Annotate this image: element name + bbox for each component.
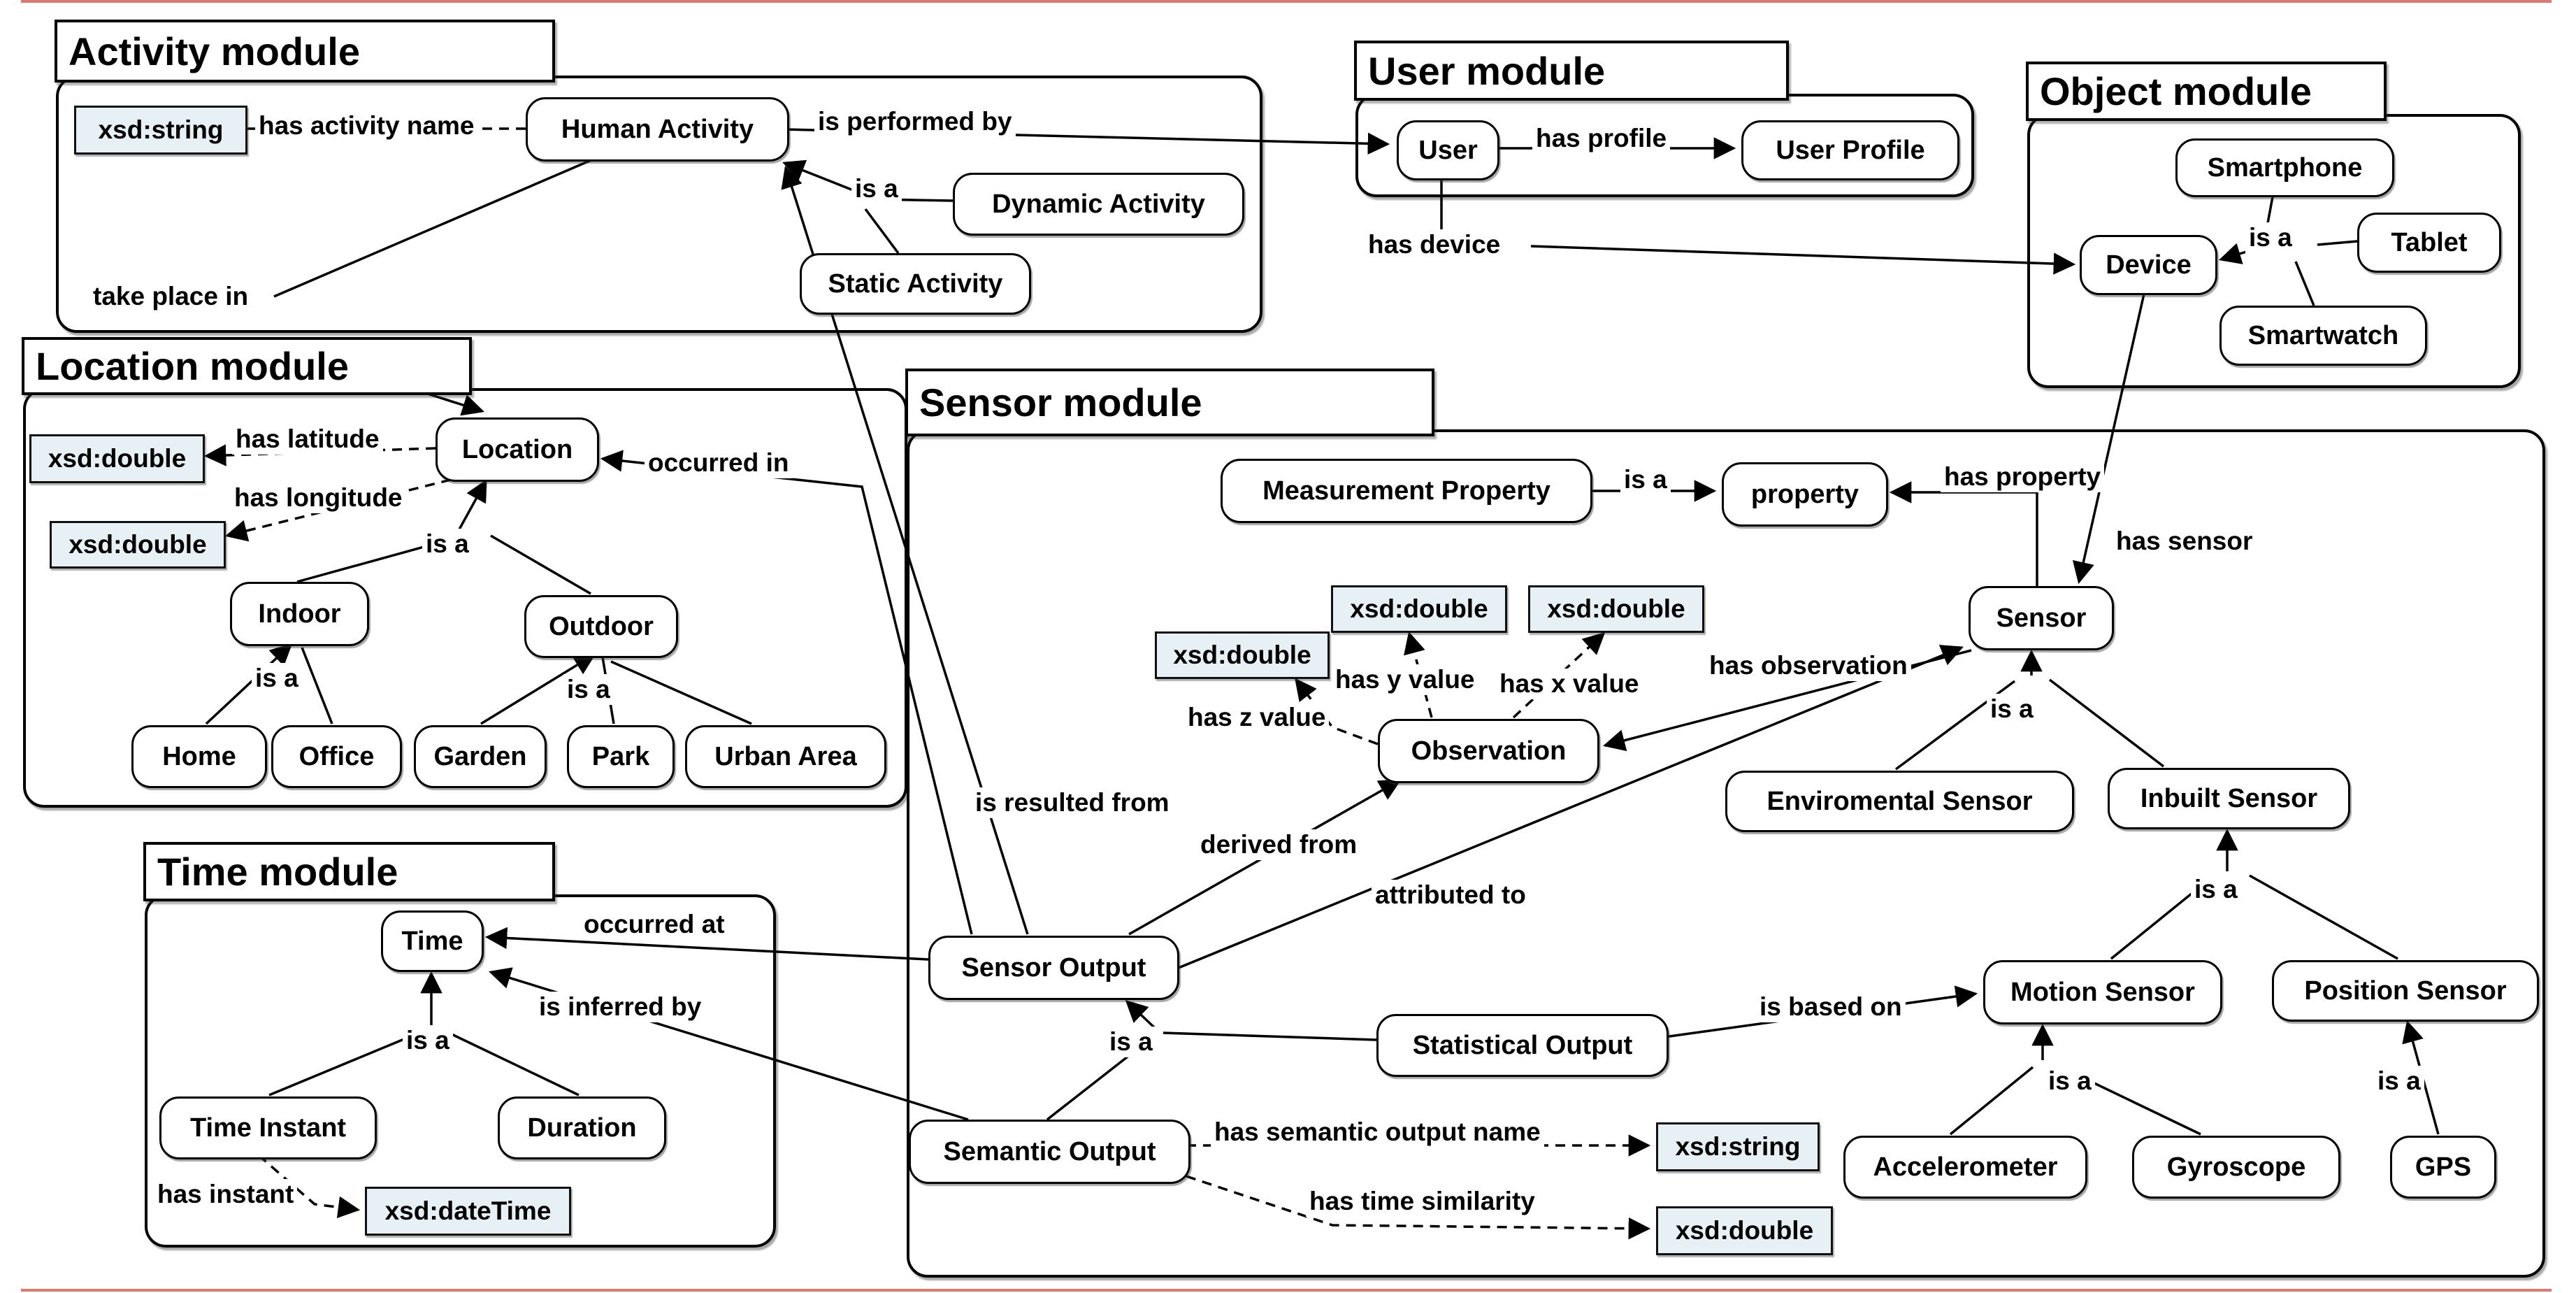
edge-label-has-x-value: has x value — [1496, 669, 1643, 699]
edge-label-has-profile: has profile — [1532, 123, 1671, 154]
edge-label-has-device: has device — [1365, 229, 1504, 260]
node-position-sensor: Position Sensor — [2272, 960, 2539, 1022]
datatype-xsd-double-z: xsd:double — [1155, 631, 1330, 679]
node-urban-area: Urban Area — [685, 725, 886, 788]
node-home: Home — [131, 725, 267, 788]
node-outdoor: Outdoor — [524, 595, 678, 658]
node-measurement-property: Measurement Property — [1221, 459, 1592, 523]
node-time-instant: Time Instant — [159, 1096, 377, 1159]
node-semantic-output: Semantic Output — [909, 1120, 1190, 1184]
datatype-xsd-string-activity: xsd:string — [74, 106, 247, 155]
node-smartwatch: Smartwatch — [2219, 306, 2427, 366]
node-enviromental-sensor: Enviromental Sensor — [1725, 771, 2074, 832]
edge-label-take-place-in: take place in — [89, 281, 252, 312]
edge-label-has-time-similarity: has time similarity — [1306, 1186, 1539, 1217]
edge-label-is-resulted-from: is resulted from — [972, 787, 1173, 818]
datatype-xsd-datetime: xsd:dateTime — [365, 1187, 571, 1236]
node-gps: GPS — [2390, 1136, 2496, 1199]
node-location: Location — [436, 417, 599, 482]
edge-label-attributed-to: attributed to — [1372, 880, 1530, 910]
datatype-xsd-double-y: xsd:double — [1331, 585, 1507, 633]
sensor-module-title: Sensor module — [905, 369, 1434, 436]
node-dynamic-activity: Dynamic Activity — [953, 173, 1244, 236]
object-module-title: Object module — [2026, 62, 2387, 121]
edge-label-is-a-property: is a — [1620, 464, 1671, 495]
edge-label-occurred-at: occurred at — [580, 909, 728, 940]
edge-label-is-a-position: is a — [2374, 1066, 2424, 1096]
page-top-edge-line — [21, 0, 2552, 3]
node-device: Device — [2080, 235, 2217, 295]
edge-label-has-longitude: has longitude — [231, 483, 406, 513]
edge-label-has-instant: has instant — [154, 1179, 298, 1210]
edge-label-is-a-motion: is a — [2045, 1066, 2095, 1096]
activity-module-title: Activity module — [55, 20, 555, 83]
node-statistical-output: Statistical Output — [1376, 1014, 1669, 1077]
datatype-xsd-string-semantic: xsd:string — [1656, 1122, 1820, 1171]
node-inbuilt-sensor: Inbuilt Sensor — [2108, 768, 2350, 829]
page-bottom-edge-line — [21, 1289, 2552, 1292]
node-observation: Observation — [1378, 719, 1599, 783]
activity-module-frame — [56, 76, 1262, 333]
edge-label-is-a-time: is a — [403, 1025, 453, 1056]
edge-label-is-a-object: is a — [2245, 222, 2296, 253]
edge-label-is-a-sensor: is a — [1987, 694, 2037, 724]
node-sensor-output: Sensor Output — [928, 936, 1179, 1000]
edge-label-has-z-value: has z value — [1184, 702, 1330, 733]
node-indoor: Indoor — [230, 582, 369, 646]
datatype-xsd-double-longitude: xsd:double — [50, 521, 226, 569]
edge-label-is-a-outdoor: is a — [563, 674, 614, 705]
edge-label-is-a-inbuilt: is a — [2191, 874, 2241, 905]
edge-label-has-sensor: has sensor — [2113, 526, 2257, 557]
edge-label-is-a-indoor: is a — [252, 663, 302, 694]
edge-label-has-activity-name: has activity name — [255, 110, 478, 141]
user-module-title: User module — [1354, 41, 1789, 101]
edge-label-has-property: has property — [1941, 462, 2105, 492]
datatype-xsd-double-similarity: xsd:double — [1656, 1206, 1833, 1255]
edge-label-has-latitude: has latitude — [232, 424, 383, 455]
edge-label-is-inferred-by: is inferred by — [535, 992, 705, 1022]
sensor-module-frame — [907, 429, 2545, 1278]
edge-label-is-based-on: is based on — [1756, 992, 1906, 1022]
node-smartphone: Smartphone — [2175, 138, 2394, 197]
edge-label-has-semantic-output-name: has semantic output name — [1211, 1117, 1544, 1148]
node-user: User — [1397, 120, 1499, 180]
edge-label-is-performed-by: is performed by — [814, 106, 1016, 137]
edge-label-derived-from: derived from — [1197, 829, 1361, 860]
node-motion-sensor: Motion Sensor — [1983, 960, 2222, 1024]
node-user-profile: User Profile — [1741, 120, 1959, 180]
edge-label-is-a-dynamic: is a — [851, 173, 902, 204]
node-tablet: Tablet — [2357, 213, 2501, 273]
time-module-title: Time module — [143, 842, 555, 901]
edge-label-has-y-value: has y value — [1332, 664, 1478, 695]
edge-label-occurred-in: occurred in — [645, 448, 793, 478]
node-accelerometer: Accelerometer — [1843, 1136, 2087, 1199]
node-property: property — [1722, 462, 1888, 527]
node-sensor: Sensor — [1969, 586, 2114, 650]
node-office: Office — [271, 725, 402, 788]
location-module-title: Location module — [22, 337, 472, 395]
node-park: Park — [567, 725, 675, 788]
edge-label-is-a-location: is a — [422, 529, 473, 559]
datatype-xsd-double-latitude: xsd:double — [29, 434, 205, 483]
node-duration: Duration — [498, 1096, 666, 1159]
node-gyroscope: Gyroscope — [2132, 1136, 2340, 1199]
node-human-activity: Human Activity — [526, 97, 789, 162]
edge-label-is-a-sensor-output: is a — [1106, 1027, 1156, 1057]
edge-label-has-observation: has observation — [1706, 650, 1911, 681]
node-time: Time — [381, 910, 484, 972]
node-static-activity: Static Activity — [800, 253, 1031, 315]
node-garden: Garden — [414, 725, 547, 788]
datatype-xsd-double-x: xsd:double — [1528, 585, 1704, 633]
